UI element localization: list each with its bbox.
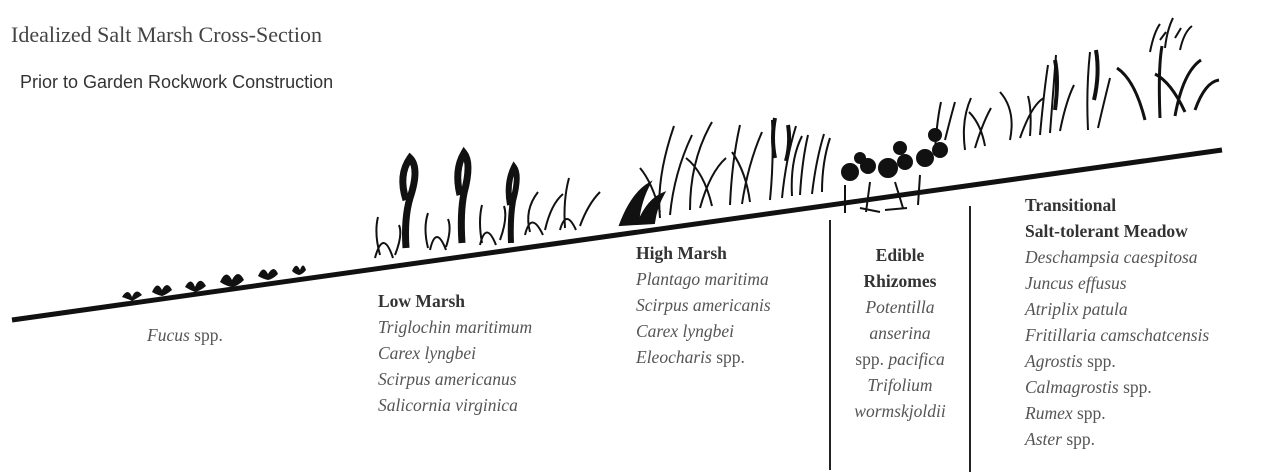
species-fucus: Fucus spp. <box>147 322 223 348</box>
species-high-marsh-1: Plantago maritima <box>636 266 771 292</box>
zone-heading-high-marsh: High Marsh <box>636 240 771 266</box>
divider-right <box>969 206 971 472</box>
species-high-marsh-2: Scirpus americanis <box>636 292 771 318</box>
zone-low-marsh: Low Marsh Triglochin maritimum Carex lyn… <box>378 288 532 418</box>
species-edible-4: Trifolium <box>832 372 968 398</box>
species-edible-2: anserina <box>832 320 968 346</box>
zone-heading-meadow-1: Transitional <box>1025 192 1209 218</box>
species-meadow-8: Aster spp. <box>1025 426 1209 452</box>
zone-fucus: Fucus spp. <box>147 322 223 348</box>
zone-edible-rhizomes: Edible Rhizomes Potentilla anserina spp.… <box>832 242 968 424</box>
species-low-marsh-2: Carex lyngbei <box>378 340 532 366</box>
zone-heading-edible-2: Rhizomes <box>832 268 968 294</box>
species-meadow-7: Rumex spp. <box>1025 400 1209 426</box>
species-edible-5: wormskjoldii <box>832 398 968 424</box>
species-meadow-3: Atriplix patula <box>1025 296 1209 322</box>
edible-rhizome-plants <box>842 102 955 213</box>
zone-heading-low-marsh: Low Marsh <box>378 288 532 314</box>
zone-heading-edible-1: Edible <box>832 242 968 268</box>
zone-heading-meadow-2: Salt-tolerant Meadow <box>1025 218 1209 244</box>
zone-high-marsh: High Marsh Plantago maritima Scirpus ame… <box>636 240 771 370</box>
divider-left <box>829 220 831 470</box>
species-low-marsh-4: Salicornia virginica <box>378 392 532 418</box>
species-edible-3: spp. pacifica <box>832 346 968 372</box>
species-low-marsh-3: Scirpus americanus <box>378 366 532 392</box>
species-high-marsh-3: Carex lyngbei <box>636 318 771 344</box>
species-edible-1: Potentilla <box>832 294 968 320</box>
species-high-marsh-4: Eleocharis spp. <box>636 344 771 370</box>
species-meadow-1: Deschampsia caespitosa <box>1025 244 1209 270</box>
species-low-marsh-1: Triglochin maritimum <box>378 314 532 340</box>
species-meadow-5: Agrostis spp. <box>1025 348 1209 374</box>
species-meadow-6: Calmagrostis spp. <box>1025 374 1209 400</box>
zone-meadow: Transitional Salt-tolerant Meadow Descha… <box>1025 192 1209 452</box>
meadow-plants <box>964 18 1219 150</box>
species-meadow-4: Fritillaria camschatcensis <box>1025 322 1209 348</box>
species-meadow-2: Juncus effusus <box>1025 270 1209 296</box>
